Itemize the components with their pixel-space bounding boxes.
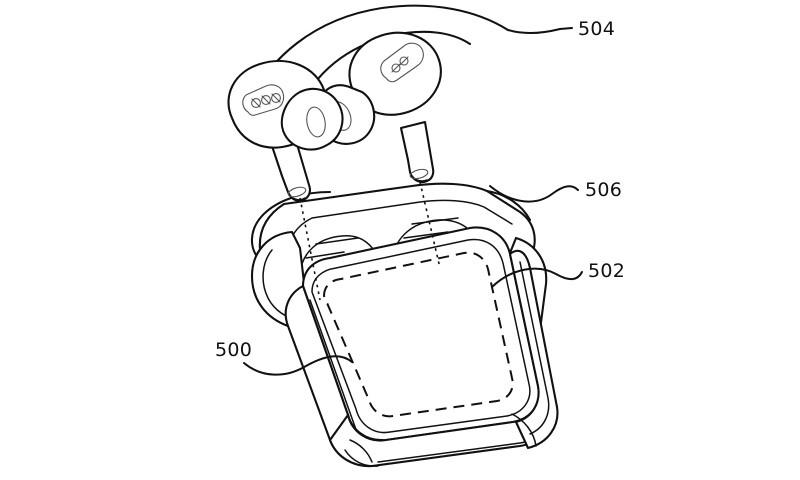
drop-line-right xyxy=(419,181,441,269)
case-top-dashed-region xyxy=(322,251,514,418)
ref-label-506: 506 xyxy=(585,179,622,201)
left-earbud xyxy=(227,59,344,202)
leader-500 xyxy=(243,355,353,376)
leader-506 xyxy=(489,185,579,203)
alignment-drop-lines xyxy=(299,181,441,301)
leader-502 xyxy=(491,267,583,288)
left-earbud-mesh-icon xyxy=(242,84,285,116)
right-earbud-mesh-icon xyxy=(380,42,424,83)
leader-504 xyxy=(507,27,573,35)
earbud-assembly xyxy=(227,4,510,202)
ref-label-504: 504 xyxy=(578,18,615,40)
charging-case xyxy=(250,182,559,468)
ref-label-500: 500 xyxy=(215,339,252,361)
ref-label-502: 502 xyxy=(588,260,625,282)
